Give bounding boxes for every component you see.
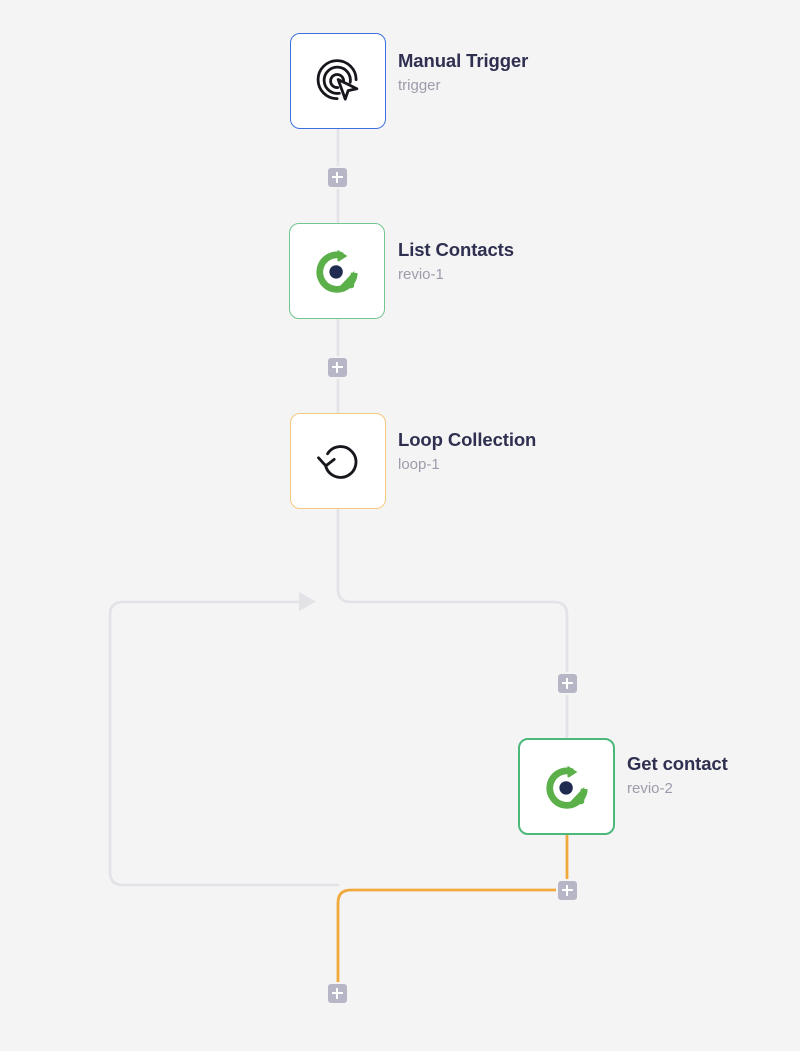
loop-circular-arrow-icon — [317, 445, 358, 479]
label-manual-trigger: Manual Trigger trigger — [398, 50, 528, 95]
add-step-button-inside-loop[interactable] — [556, 672, 579, 695]
revio-icon — [316, 249, 358, 293]
node-title: Loop Collection — [398, 429, 537, 450]
label-get-contact: Get contact revio-2 — [627, 753, 728, 798]
edge-loop-to-get-contact — [336, 508, 569, 740]
node-list-contacts[interactable] — [289, 223, 385, 319]
edge-return-arrowhead-icon — [299, 592, 316, 611]
add-step-button-after-get-contact[interactable] — [556, 879, 579, 902]
node-loop-collection[interactable] — [290, 413, 386, 509]
node-subtitle: revio-2 — [627, 780, 673, 798]
edge-get-contact-to-next — [336, 833, 569, 987]
node-subtitle: loop-1 — [398, 456, 440, 474]
node-subtitle: revio-1 — [398, 266, 444, 284]
node-get-contact[interactable] — [518, 738, 615, 835]
node-title: Get contact — [627, 753, 728, 774]
cursor-target-icon — [316, 59, 359, 101]
node-subtitle: trigger — [398, 77, 441, 95]
edge-loop-back-return — [108, 600, 340, 887]
node-title: List Contacts — [398, 239, 514, 260]
label-loop-collection: Loop Collection loop-1 — [398, 429, 536, 474]
label-list-contacts: List Contacts revio-1 — [398, 239, 514, 284]
add-step-button-after-loop-exit[interactable] — [326, 982, 349, 1005]
node-title: Manual Trigger — [398, 50, 529, 71]
revio-icon — [546, 765, 588, 809]
add-step-button-after-trigger[interactable] — [326, 166, 349, 189]
add-step-button-after-list-contacts[interactable] — [326, 356, 349, 379]
node-manual-trigger[interactable] — [290, 33, 386, 129]
